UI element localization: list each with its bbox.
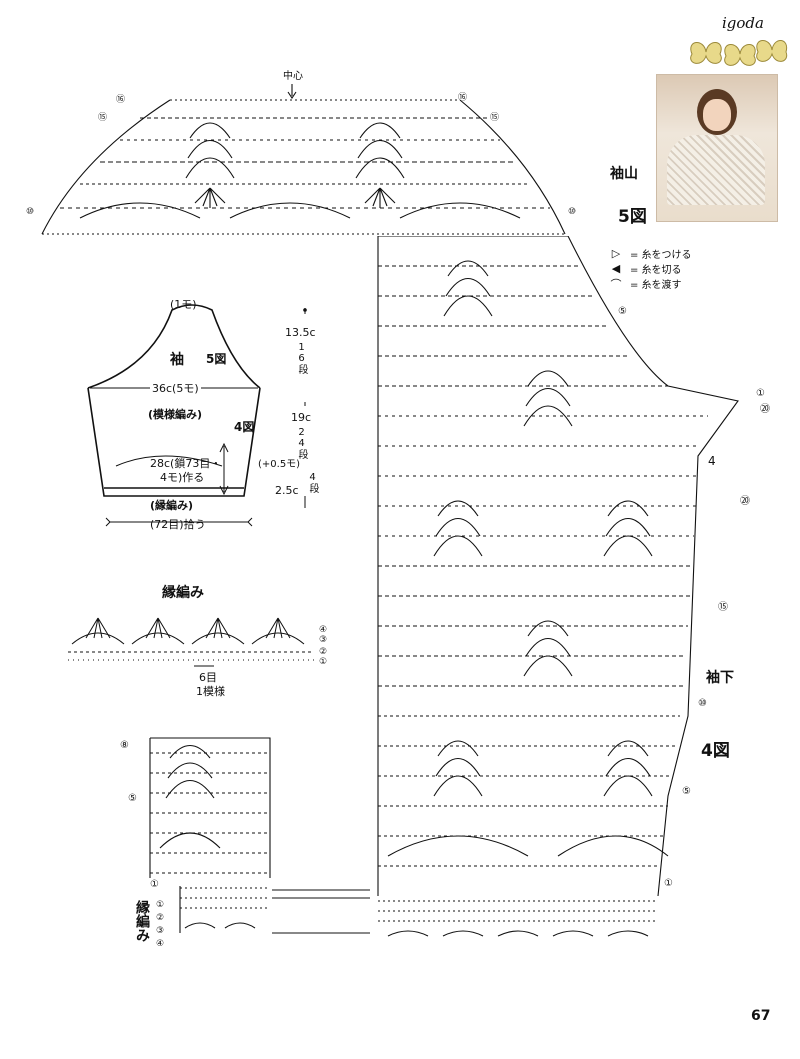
sleeve-schematic [87,304,261,527]
schematic-sleeve-fig: 5図 [206,352,227,366]
edging-row-1: ① [319,657,327,667]
legend-attach: ▷ = 糸をつける [608,246,692,261]
sleeve-bottom-label: 袖下 [706,670,734,686]
cap-row-16: ⑯ [116,94,125,105]
dim-line [303,308,307,508]
main-count-4: 4 [708,454,716,468]
butterfly-decoration [690,40,788,66]
sleeve-cap-label: 袖山 [610,166,638,182]
cap-row-10-right: ⑩ [568,207,576,217]
bottom-row-5: ⑤ [682,786,691,797]
bottom-row-1: ① [664,878,673,889]
schematic-top: (1モ) [170,298,197,311]
edging-row-4: ④ [319,625,327,635]
bottom-edge-row-1: ① [156,900,165,910]
brand-logo: igoda [722,14,764,32]
cap-row-15-right: ⑮ [490,112,499,123]
edging-row-2: ② [319,647,327,657]
edging-chart: ④ ③ ② ① [68,617,327,667]
model-photo [656,74,778,222]
bottom-edge-row-2: ② [156,913,165,923]
dim-2-5: 2.5c [275,484,299,497]
bottom-row-15: ⑮ [718,602,728,613]
side-row-8: ⑧ [120,740,129,751]
page-number: 67 [751,1008,771,1024]
schematic-edge: (縁編み) [150,499,194,512]
rows-16: 16段 [296,342,307,374]
edging-repeat: 1模様 [196,685,225,698]
carry-yarn-icon: ⌒ [610,277,622,291]
legend-cut: ◀ = 糸を切る [608,261,692,276]
center-label: 中心 [283,71,303,82]
bottom-edge-row-4: ④ [156,939,165,949]
rows-24: 24段 [296,427,307,459]
side-detail-chart [149,737,370,934]
schematic-base-2: 4モ)作る [160,471,205,484]
cut-yarn-icon: ◀ [611,262,621,275]
edging-title: 縁編み [162,585,204,601]
schematic-pattern: (模様編み) [148,408,203,421]
side-row-5: ⑤ [128,793,137,804]
main-row-20: ⑳ [760,404,770,415]
legend-carry: ⌒ = 糸を渡す [608,276,692,292]
cap-row-15: ⑮ [98,112,107,123]
bottom-row-20: ⑳ [740,496,750,507]
bottom-edging-rows: ① ② ③ ④ [156,899,164,951]
bottom-row-10: ⑩ [698,698,707,709]
legend-attach-text: = 糸をつける [630,250,692,261]
bottom-edge-row-3: ③ [156,926,165,936]
sleeve-cap-figure: 5図 [618,207,647,227]
main-row-5: ⑤ [618,306,627,317]
cap-row-10: ⑩ [26,207,34,217]
schematic-base-1: 28c(鎖73目・ [150,457,222,470]
cap-row-16-right: ⑯ [458,92,467,103]
symbol-legend: ▷ = 糸をつける ◀ = 糸を切る ⌒ = 糸を渡す [608,246,692,291]
schematic-width: 36c(5モ) [150,380,201,396]
inc-label: (+0.5モ) [258,459,301,470]
legend-carry-text: = 糸を渡す [630,280,682,291]
legend-cut-text: = 糸を切る [630,265,682,276]
edging-stitches: 6目 [199,671,217,684]
schematic-sleeve: 袖 [170,352,184,368]
main-row-1: ① [756,388,765,399]
schematic-pattern-fig: 4図 [234,420,255,434]
attach-yarn-icon: ▷ [611,247,621,260]
dim-19: 19c [291,411,312,424]
dim-13-5: 13.5c [285,326,316,339]
rows-4: 4段 [307,472,318,493]
schematic-pickup: (72目)拾う [150,518,206,531]
sleeve-cap-chart: ⑯ ⑮ ⑩ ⑯ ⑮ ⑩ [26,84,576,235]
edging-row-3: ③ [319,635,327,645]
sleeve-bottom-figure: 4図 [701,741,730,761]
sleeve-main-chart [377,236,739,937]
side-row-1: ① [150,879,159,890]
bottom-edging-label: 縁編み [134,900,150,942]
